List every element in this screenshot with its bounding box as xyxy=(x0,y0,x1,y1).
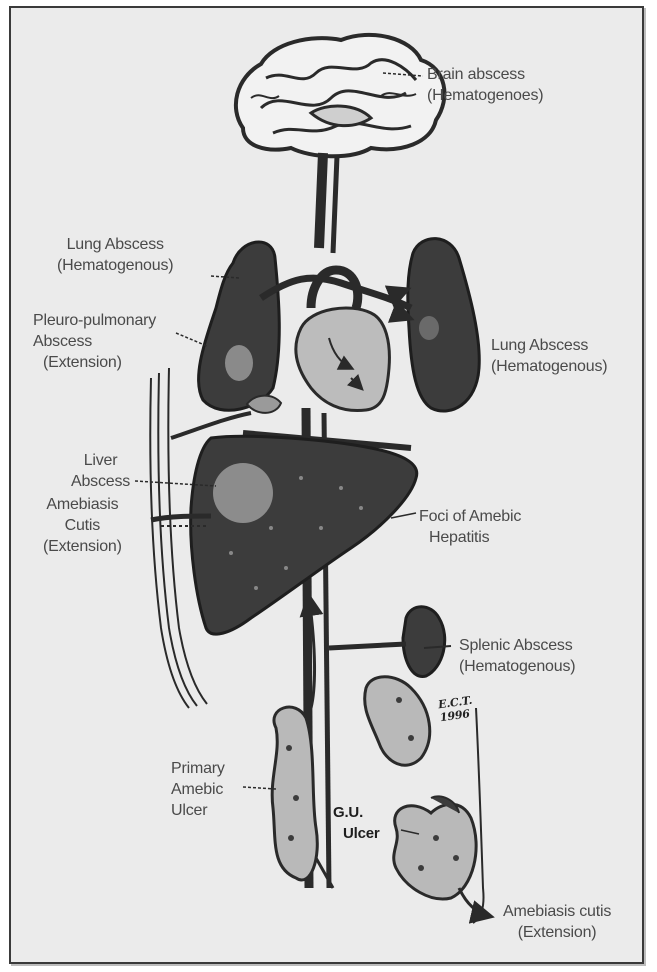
sigmoid-colon xyxy=(394,796,476,899)
label-splenic-abscess: Splenic Abscess (Hematogenous) xyxy=(459,635,575,677)
label-amebiasis-cutis-bottom: Amebiasis cutis (Extension) xyxy=(503,901,611,943)
artist-signature: E.C.T. 1996 xyxy=(437,694,474,724)
label-line: Ulcer xyxy=(333,823,380,844)
brain xyxy=(236,35,445,156)
label-line: Splenic Abscess xyxy=(459,635,575,656)
label-line: (Hematogenous) xyxy=(57,255,173,276)
label-primary-amebic-ulcer: Primary Amebic Ulcer xyxy=(171,758,225,821)
label-line: Abscess xyxy=(33,331,156,352)
label-line: Pleuro-pulmonary xyxy=(33,310,156,331)
label-foci-amebic-hepatitis: Foci of Amebic Hepatitis xyxy=(419,506,521,548)
label-line: Ulcer xyxy=(171,800,225,821)
label-line: (Extension) xyxy=(43,536,122,557)
label-line: (Hematogenoes) xyxy=(427,85,543,106)
label-lung-abscess-right: Lung Abscess (Hematogenous) xyxy=(491,335,607,377)
label-lung-abscess-left: Lung Abscess (Hematogenous) xyxy=(57,234,173,276)
label-line: (Hematogenous) xyxy=(459,656,575,677)
label-line: G.U. xyxy=(333,802,380,823)
heart xyxy=(296,308,390,411)
figure-panel: Brain abscess (Hematogenoes) Lung Absces… xyxy=(9,6,644,964)
label-brain-abscess: Brain abscess (Hematogenoes) xyxy=(427,64,543,106)
label-line: Hepatitis xyxy=(419,527,521,548)
label-line: Abscess xyxy=(71,471,130,492)
label-line: Brain abscess xyxy=(427,64,543,85)
label-line: Liver xyxy=(71,450,130,471)
label-line: (Extension) xyxy=(33,352,156,373)
label-pleuro-pulmonary: Pleuro-pulmonary Abscess (Extension) xyxy=(33,310,156,373)
label-line: Primary xyxy=(171,758,225,779)
label-line: Lung Abscess xyxy=(57,234,173,255)
label-liver-abscess: Liver Abscess xyxy=(71,450,130,492)
spleen xyxy=(329,607,451,677)
left-lung xyxy=(199,242,280,410)
label-line: Foci of Amebic xyxy=(419,506,521,527)
ascending-colon xyxy=(272,598,333,888)
label-line: Amebic xyxy=(171,779,225,800)
label-line: (Hematogenous) xyxy=(491,356,607,377)
label-gu-ulcer: G.U. Ulcer xyxy=(333,802,380,844)
label-line: Lung Abscess xyxy=(491,335,607,356)
label-line: (Extension) xyxy=(503,922,611,943)
label-line: Amebiasis xyxy=(43,494,122,515)
label-line: Amebiasis cutis xyxy=(503,901,611,922)
label-amebiasis-cutis-extension: Amebiasis Cutis (Extension) xyxy=(43,494,122,557)
right-lung xyxy=(408,239,479,411)
label-line: Cutis xyxy=(43,515,122,536)
transverse-colon xyxy=(365,677,430,765)
brainstem-vessels xyxy=(319,153,337,253)
